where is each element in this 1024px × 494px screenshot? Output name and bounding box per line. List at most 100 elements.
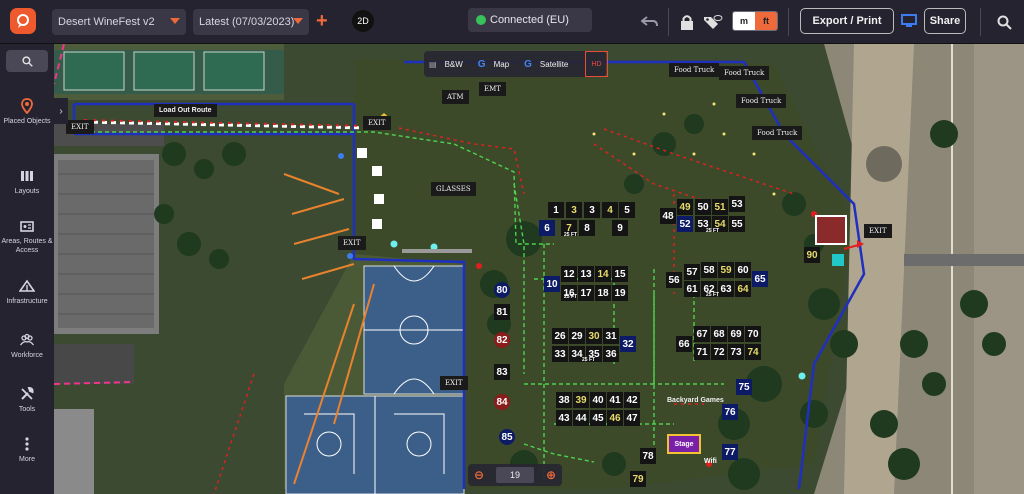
booth-marker[interactable]: 77 — [722, 444, 738, 460]
booth-marker[interactable]: 79 — [630, 471, 646, 487]
booth-marker[interactable]: 45 — [590, 410, 606, 426]
load-out-route-label[interactable]: Load Out Route — [154, 104, 217, 117]
booth-marker[interactable]: 65 — [752, 271, 768, 287]
booth-marker[interactable]: 78 — [640, 448, 656, 464]
backyard-games-label[interactable]: Backyard Games — [667, 397, 724, 404]
booth-marker[interactable]: 35 — [586, 346, 602, 362]
search-icon[interactable] — [994, 12, 1014, 32]
layer-hd-button[interactable]: HD — [578, 51, 612, 77]
sidebar-item-areas[interactable]: Areas, Routes & Access — [0, 218, 54, 255]
exit-label[interactable]: EXIT — [338, 236, 366, 250]
booth-marker[interactable]: 4 — [602, 202, 618, 218]
booth-marker[interactable]: 90 — [804, 247, 820, 263]
booth-marker[interactable]: 17 — [578, 285, 594, 301]
booth-marker[interactable]: 5 — [619, 202, 635, 218]
zoom-in-icon[interactable]: ⊕ — [545, 468, 556, 482]
booth-marker[interactable]: 50 — [695, 199, 711, 215]
booth-marker[interactable]: 73 — [728, 344, 744, 360]
booth-marker[interactable]: 18 — [595, 285, 611, 301]
booth-marker[interactable]: 48 — [660, 208, 676, 224]
booth-marker[interactable]: 74 — [745, 344, 761, 360]
sidebar-item-layouts[interactable]: Layouts — [0, 168, 54, 196]
exit-label[interactable]: EXIT — [363, 116, 391, 130]
booth-marker[interactable]: 59 — [718, 262, 734, 278]
booth-marker[interactable]: 15 — [612, 266, 628, 282]
booth-marker[interactable]: 32 — [620, 336, 636, 352]
booth-marker[interactable]: 83 — [494, 364, 510, 380]
tag-visibility-icon[interactable] — [703, 12, 723, 32]
zoom-level[interactable]: 19 — [496, 467, 534, 483]
booth-marker[interactable]: 1 — [548, 202, 564, 218]
booth-marker[interactable]: 60 — [735, 262, 751, 278]
layer-bw-button[interactable]: ▤B&W — [424, 51, 473, 77]
booth-marker[interactable]: 72 — [711, 344, 727, 360]
units-imperial[interactable]: ft — [755, 12, 777, 30]
booth-marker[interactable]: 49 — [677, 199, 693, 215]
booth-marker[interactable]: 57 — [684, 264, 700, 280]
exit-label[interactable]: EXIT — [864, 224, 892, 238]
project-select[interactable]: Desert WineFest v2 — [52, 9, 186, 35]
booth-marker[interactable]: 62 — [701, 281, 717, 297]
food-truck-label[interactable]: Food Truck — [719, 66, 770, 80]
booth-marker[interactable]: 56 — [666, 272, 682, 288]
booth-marker[interactable]: 30 — [586, 328, 602, 344]
booth-marker[interactable]: 67 — [694, 326, 710, 342]
booth-marker[interactable]: 69 — [728, 326, 744, 342]
expand-panel-button[interactable]: › — [54, 98, 68, 124]
glasses-label[interactable]: GLASSES — [431, 182, 476, 196]
booth-marker[interactable]: 33 — [552, 346, 568, 362]
booth-marker[interactable]: 58 — [701, 262, 717, 278]
booth-marker[interactable]: 54 — [712, 216, 728, 232]
exit-label[interactable]: EXIT — [66, 120, 94, 134]
booth-marker[interactable]: 61 — [684, 281, 700, 297]
booth-marker[interactable]: 55 — [729, 216, 745, 232]
export-print-button[interactable]: Export / Print — [800, 8, 894, 34]
booth-marker[interactable]: 70 — [745, 326, 761, 342]
units-metric[interactable]: m — [733, 12, 755, 30]
booth-marker[interactable]: 76 — [722, 404, 738, 420]
food-truck-label[interactable]: Food Truck — [752, 126, 803, 140]
booth-marker[interactable]: 6 — [539, 220, 555, 236]
sidebar-item-more[interactable]: More — [0, 436, 54, 464]
booth-marker[interactable]: 53 — [695, 216, 711, 232]
booth-marker[interactable]: 36 — [603, 346, 619, 362]
booth-marker[interactable]: 53 — [729, 196, 745, 212]
booth-marker[interactable]: 75 — [736, 379, 752, 395]
booth-marker[interactable]: 19 — [612, 285, 628, 301]
booth-marker[interactable]: 39 — [573, 392, 589, 408]
booth-marker[interactable]: 29 — [569, 328, 585, 344]
booth-marker[interactable]: 80 — [494, 282, 510, 298]
booth-marker[interactable]: 12 — [561, 266, 577, 282]
lock-icon[interactable] — [677, 12, 697, 32]
booth-marker[interactable]: 7 — [561, 220, 577, 236]
booth-marker[interactable]: 8 — [579, 220, 595, 236]
booth-marker[interactable]: 3 — [584, 202, 600, 218]
booth-marker[interactable]: 47 — [624, 410, 640, 426]
monitor-icon[interactable] — [899, 11, 919, 31]
booth-marker[interactable]: 3 — [566, 202, 582, 218]
booth-marker[interactable]: 44 — [573, 410, 589, 426]
food-truck-label[interactable]: Food Truck — [669, 63, 720, 77]
booth-marker[interactable]: 26 — [552, 328, 568, 344]
booth-marker[interactable]: 9 — [612, 220, 628, 236]
booth-marker[interactable]: 82 — [494, 332, 510, 348]
booth-marker[interactable]: 40 — [590, 392, 606, 408]
version-select[interactable]: Latest (07/03/2023) — [193, 9, 309, 35]
sidebar-item-infrastructure[interactable]: Infrastructure — [0, 278, 54, 306]
booth-marker[interactable]: 71 — [694, 344, 710, 360]
booth-marker[interactable]: 85 — [499, 429, 515, 445]
undo-icon[interactable] — [640, 12, 660, 32]
exit-label[interactable]: EXIT — [440, 376, 468, 390]
sidebar-item-workforce[interactable]: Workforce — [0, 332, 54, 360]
booth-marker[interactable]: 41 — [607, 392, 623, 408]
sidebar-item-tools[interactable]: Tools — [0, 386, 54, 414]
booth-marker[interactable]: 16 — [561, 285, 577, 301]
add-version-button[interactable]: + — [316, 10, 328, 32]
emt-label[interactable]: EMT — [479, 82, 506, 96]
booth-marker[interactable]: 31 — [603, 328, 619, 344]
food-truck-label[interactable]: Food Truck — [736, 94, 787, 108]
zoom-out-icon[interactable]: ⊖ — [474, 468, 485, 482]
wifi-label[interactable]: Wifi — [704, 458, 717, 465]
